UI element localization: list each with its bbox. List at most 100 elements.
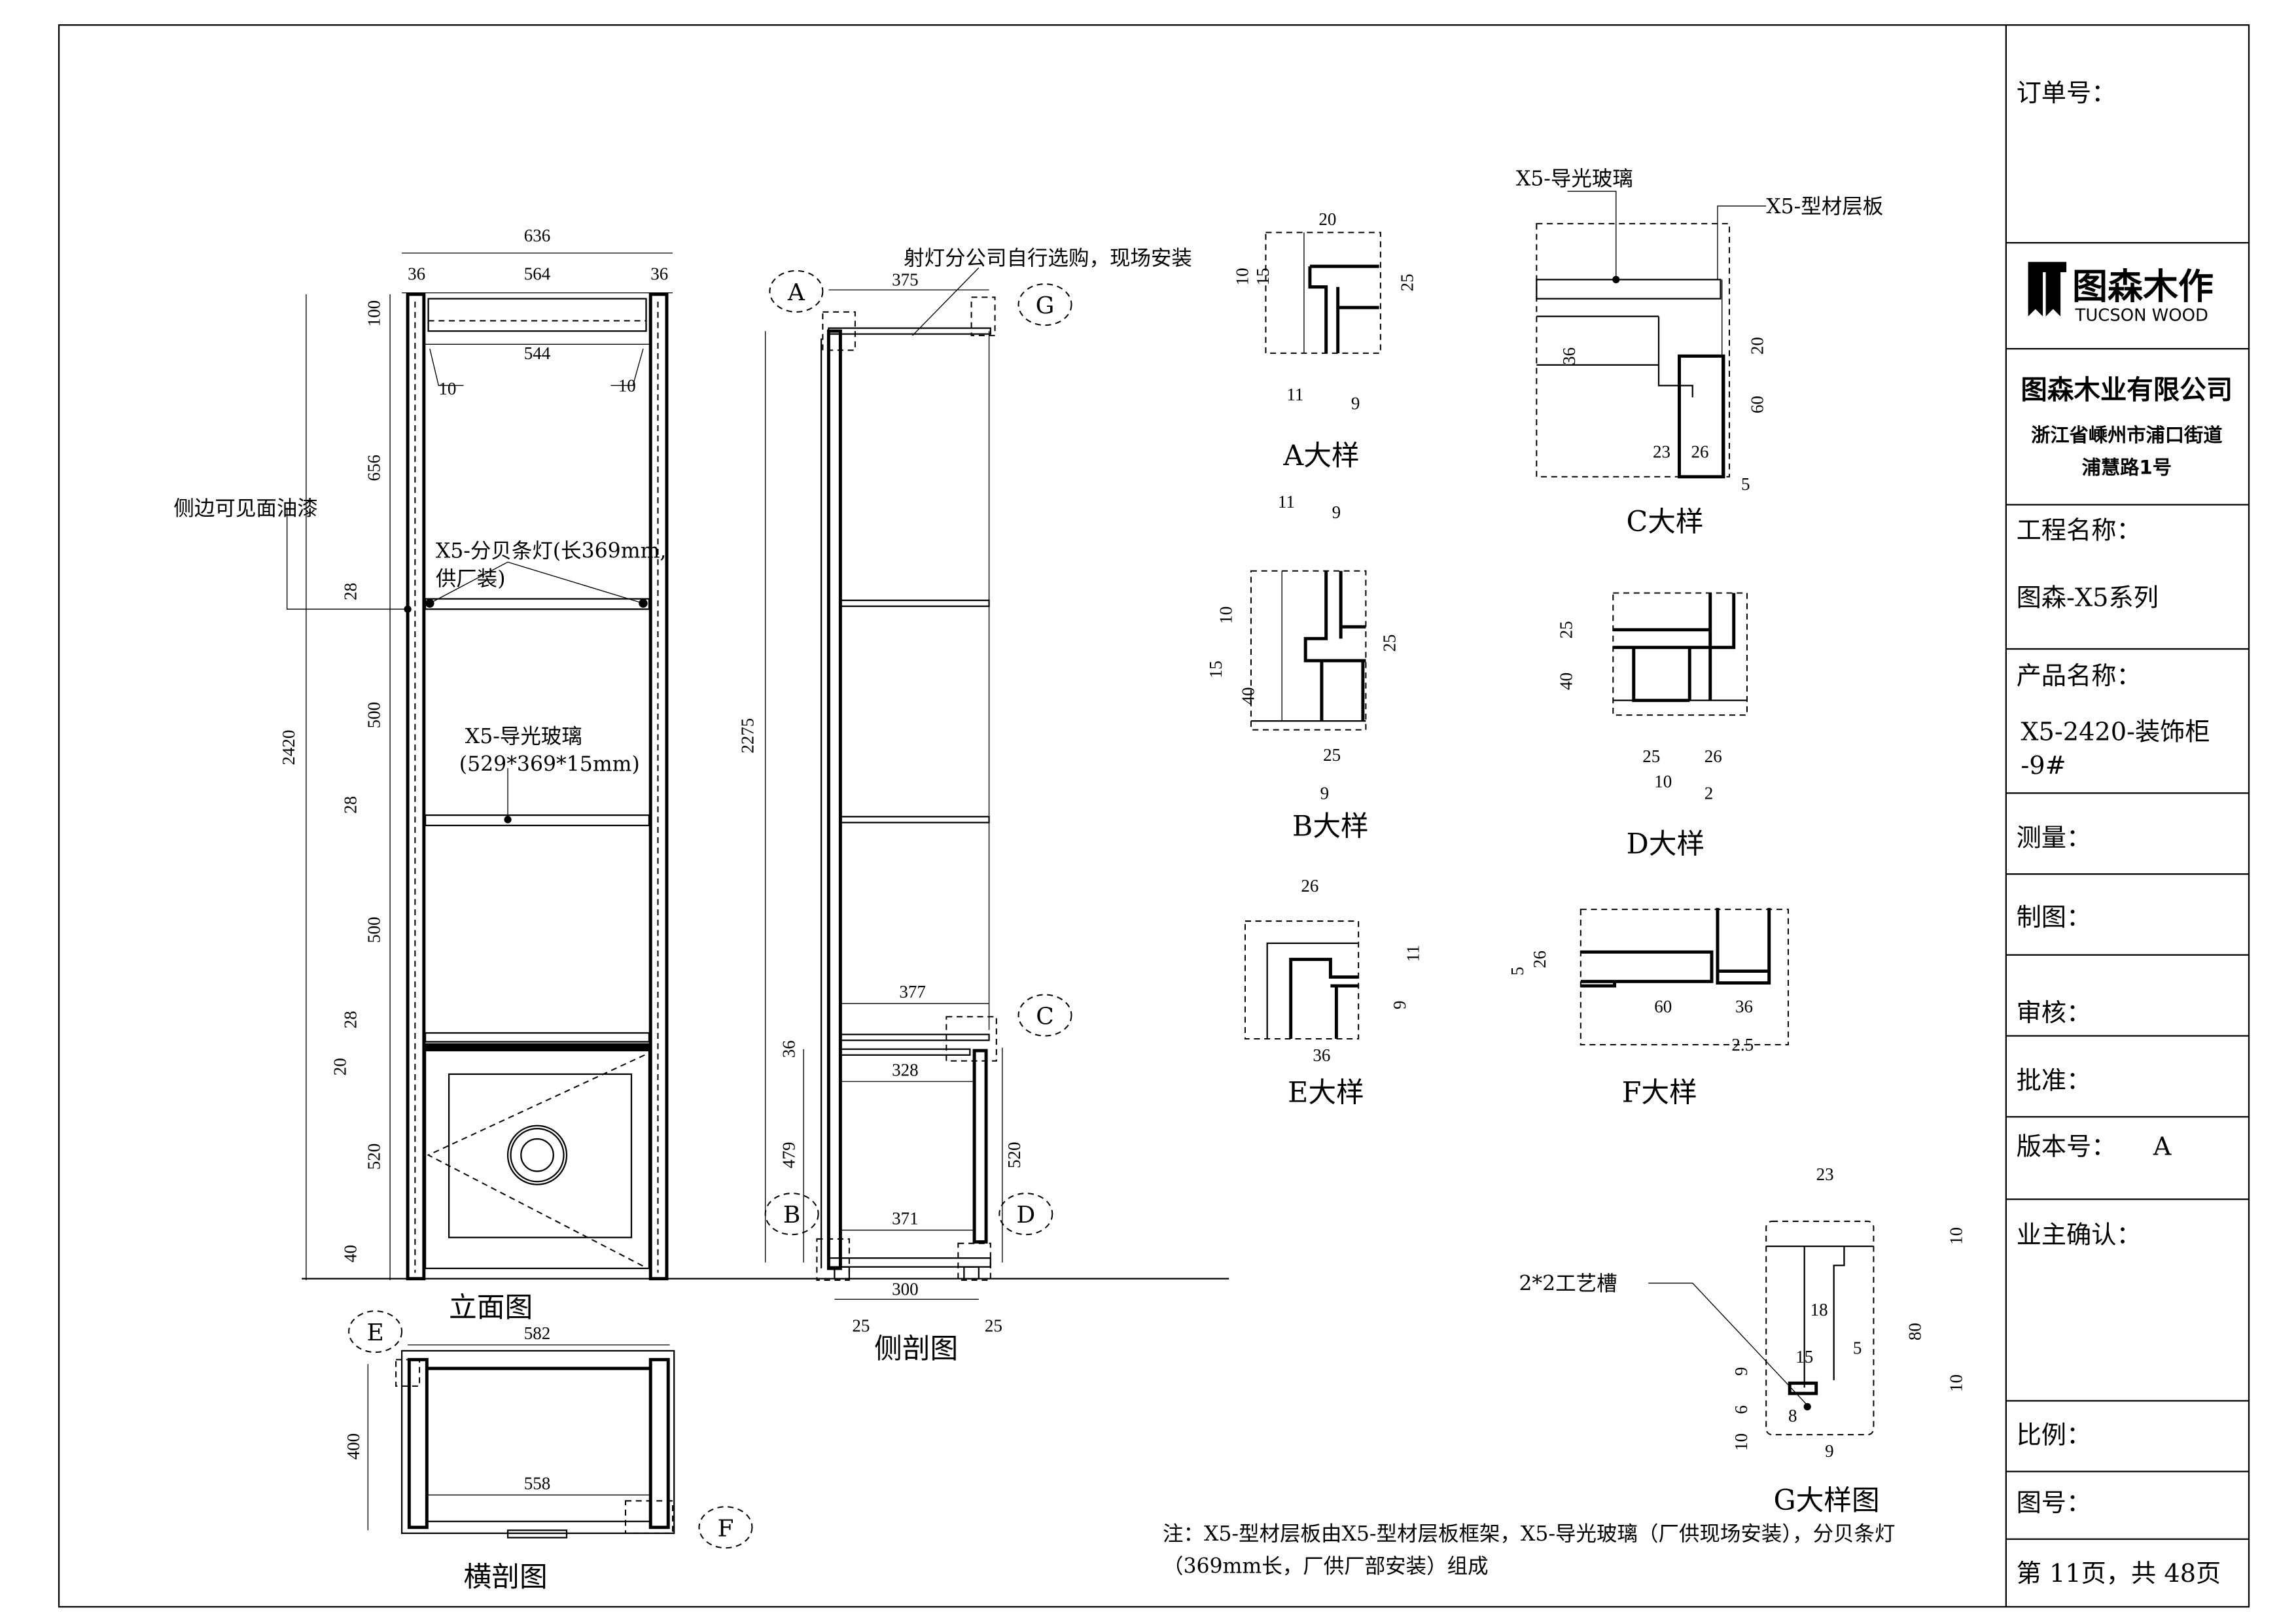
tucson-logo: 图森木作 TUCSON WOOD — [2028, 262, 2214, 325]
order-no-label: 订单号： — [2017, 79, 2117, 108]
svg-text:A: A — [787, 279, 805, 306]
svg-text:28: 28 — [340, 796, 360, 814]
dim-drawer-front: 520 — [1004, 1142, 1024, 1168]
dim-side-shelf: 377 — [899, 982, 925, 1002]
svg-text:6: 6 — [1731, 1405, 1751, 1414]
detail-b-title: B大样 — [1292, 811, 1369, 843]
dim-gap-right: 10 — [618, 375, 636, 395]
svg-text:9: 9 — [1731, 1367, 1751, 1376]
project-value: 图森-X5系列 — [2017, 584, 2159, 613]
project-label: 工程名称： — [2017, 516, 2142, 545]
svg-text:26: 26 — [1704, 746, 1722, 766]
dim-section-inner: 558 — [524, 1473, 550, 1493]
dim-foot-right: 25 — [985, 1316, 1002, 1336]
svg-text:80: 80 — [1905, 1323, 1924, 1340]
note-glass-line2: (529*369*15mm) — [459, 753, 640, 777]
svg-text:8: 8 — [1788, 1406, 1797, 1425]
detail-f-title: F大样 — [1622, 1077, 1697, 1109]
note-glass-line1: X5-导光玻璃 — [465, 725, 582, 748]
svg-text:20: 20 — [1748, 337, 1767, 355]
svg-text:60: 60 — [1748, 396, 1767, 413]
svg-text:10: 10 — [1232, 268, 1252, 285]
svg-text:9: 9 — [1390, 1001, 1409, 1010]
svg-text:25: 25 — [1556, 621, 1576, 638]
version-value: A — [2153, 1133, 2172, 1162]
dim-overall-width: 636 — [524, 226, 550, 245]
detail-f: 5 26 60 36 2.5 F大样 — [1508, 907, 1789, 1109]
title-block-rows — [2005, 242, 2249, 1540]
lock-icon — [506, 1125, 568, 1185]
detail-c: X5-导光玻璃 X5-型材层板 36 20 60 23 26 5 C大样 — [1516, 167, 1883, 538]
svg-text:5: 5 — [1853, 1338, 1862, 1357]
side-callouts: A G C B D — [783, 279, 1054, 1229]
drawing-by-label: 制图： — [2017, 903, 2092, 932]
svg-text:520: 520 — [364, 1143, 383, 1170]
note-c-profile: X5-型材层板 — [1766, 195, 1883, 218]
dim-drawer-height: 479 — [779, 1142, 799, 1168]
detail-b: 11 9 10 15 40 25 25 9 B大样 — [1206, 492, 1399, 843]
company-address-line2: 浦慧路1号 — [2082, 456, 2172, 478]
svg-text:10: 10 — [1946, 1227, 1966, 1245]
elevation-title: 立面图 — [449, 1291, 533, 1324]
svg-text:9: 9 — [1351, 393, 1360, 413]
svg-text:28: 28 — [340, 583, 360, 601]
svg-text:15: 15 — [1795, 1347, 1813, 1367]
detail-d-title: D大样 — [1627, 828, 1705, 861]
svg-text:5: 5 — [1508, 967, 1527, 976]
svg-text:20: 20 — [330, 1058, 350, 1075]
dim-inner-width: 564 — [524, 264, 551, 283]
page-info: 第 11页，共 48页 — [2017, 1560, 2221, 1588]
svg-text:G: G — [1036, 292, 1055, 319]
dim-side-top: 375 — [892, 270, 918, 289]
svg-text:40: 40 — [1556, 672, 1576, 690]
height-segment-dims: 100 656 28 500 28 500 28 20 520 40 — [330, 300, 384, 1263]
product-value-line2: -9# — [2021, 752, 2066, 780]
svg-text:60: 60 — [1654, 997, 1672, 1017]
svg-text:9: 9 — [1332, 502, 1341, 522]
detail-c-title: C大样 — [1627, 506, 1704, 538]
svg-text:11: 11 — [1403, 945, 1422, 962]
detail-e: 26 11 9 36 E大样 — [1244, 876, 1422, 1109]
svg-text:25: 25 — [1379, 634, 1399, 652]
svg-text:100: 100 — [364, 300, 383, 326]
svg-text:D: D — [1016, 1202, 1035, 1229]
svg-text:40: 40 — [340, 1245, 360, 1263]
svg-text:20: 20 — [1318, 209, 1336, 229]
svg-text:25: 25 — [1397, 273, 1417, 291]
svg-text:10: 10 — [1654, 771, 1672, 791]
svg-text:9: 9 — [1320, 783, 1330, 803]
note-line1: 注：X5-型材层板由X5-型材层板框架，X5-导光玻璃（厂供现场安装），分贝条灯 — [1163, 1522, 1896, 1546]
svg-text:40: 40 — [1238, 687, 1258, 705]
elevation-view — [286, 253, 1229, 1281]
svg-text:26: 26 — [1691, 442, 1709, 462]
sheet-border — [58, 24, 2250, 1608]
svg-text:23: 23 — [1816, 1164, 1834, 1184]
svg-text:TUCSON WOOD: TUCSON WOOD — [2075, 305, 2208, 325]
svg-text:B: B — [783, 1202, 800, 1229]
note-c-glass: X5-导光玻璃 — [1516, 167, 1633, 190]
svg-text:26: 26 — [1530, 951, 1549, 968]
dim-section-depth: 400 — [344, 1433, 363, 1459]
company-address-line1: 浙江省嵊州市浦口街道 — [2031, 424, 2222, 446]
detail-g-title: G大样图 — [1773, 1484, 1879, 1517]
detail-d: 25 40 25 26 10 2 D大样 — [1556, 592, 1748, 861]
svg-text:500: 500 — [364, 702, 383, 728]
dim-gap-left: 10 — [438, 379, 456, 398]
svg-text:36: 36 — [1313, 1045, 1330, 1065]
logo-mark-icon — [2028, 262, 2067, 317]
cross-section-view — [348, 1310, 753, 1549]
note-light-line1: X5-分贝条灯(长369mm, — [436, 539, 667, 563]
note-light-line2: 供厂装) — [436, 567, 506, 591]
note-g-groove: 2*2工艺槽 — [1519, 1272, 1617, 1296]
measure-label: 测量： — [2017, 824, 2092, 852]
svg-text:656: 656 — [364, 455, 383, 481]
svg-text:28: 28 — [340, 1011, 360, 1028]
side-section-view — [764, 267, 1072, 1300]
owner-confirm-label: 业主确认： — [2017, 1221, 2142, 1250]
note-spotlight: 射灯分公司自行选购，现场安装 — [904, 247, 1192, 270]
svg-text:10: 10 — [1216, 606, 1236, 624]
detail-a: 20 10 15 25 11 9 A大样 — [1232, 209, 1417, 472]
company-name: 图森木业有限公司 — [2021, 374, 2233, 406]
callout-e: E — [366, 1319, 383, 1346]
